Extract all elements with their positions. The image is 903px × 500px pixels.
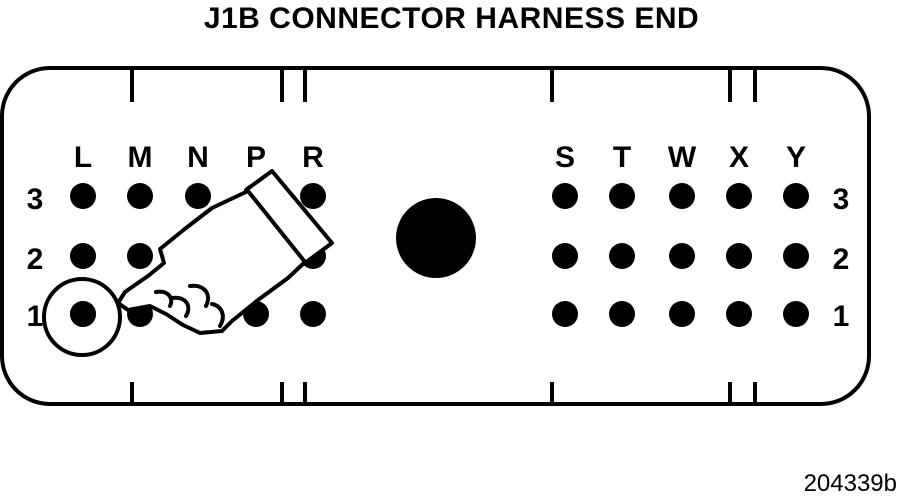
right-column-labels: S T W X Y (555, 141, 806, 174)
pin (726, 301, 752, 327)
pin (70, 183, 96, 209)
pin (552, 301, 578, 327)
pin (783, 301, 809, 327)
column-label: T (613, 141, 631, 174)
column-label: Y (786, 141, 806, 174)
pin (609, 243, 635, 269)
pin (552, 183, 578, 209)
pin (552, 243, 578, 269)
pin (70, 243, 96, 269)
right-pin-block (552, 183, 809, 327)
right-row-labels: 3 2 1 (833, 183, 850, 333)
key-marks-top (130, 68, 757, 102)
highlighted-pin-ring (42, 277, 122, 357)
pin (783, 183, 809, 209)
left-row-labels: 3 2 1 (27, 183, 44, 333)
center-key-hole (396, 198, 476, 278)
pin (669, 183, 695, 209)
pin (726, 243, 752, 269)
pin (783, 243, 809, 269)
pin (609, 183, 635, 209)
column-label: P (246, 141, 266, 174)
pin (669, 301, 695, 327)
pin (669, 243, 695, 269)
pin (185, 183, 211, 209)
row-label: 2 (833, 243, 850, 276)
left-column-labels: L M N P R (74, 141, 324, 174)
row-label: 1 (833, 300, 850, 333)
column-label: X (729, 141, 749, 174)
pin (726, 183, 752, 209)
diagram-title: J1B CONNECTOR HARNESS END (203, 2, 700, 35)
column-label: N (187, 141, 209, 174)
key-marks-bottom (130, 382, 757, 404)
pin (300, 301, 326, 327)
row-label: 3 (27, 183, 44, 216)
pin (127, 183, 153, 209)
connector-body (0, 66, 871, 406)
figure-id: 204339b (803, 470, 897, 497)
pin (609, 301, 635, 327)
row-label: 2 (27, 243, 44, 276)
row-label: 3 (833, 183, 850, 216)
highlighted-pin (70, 301, 96, 327)
column-label: M (128, 141, 153, 174)
pin (127, 243, 153, 269)
column-label: L (74, 141, 92, 174)
column-label: R (302, 141, 324, 174)
row-label: 1 (27, 300, 44, 333)
pointing-hand-icon (116, 169, 334, 335)
column-label: W (668, 141, 697, 174)
column-label: S (555, 141, 575, 174)
pin (300, 183, 326, 209)
